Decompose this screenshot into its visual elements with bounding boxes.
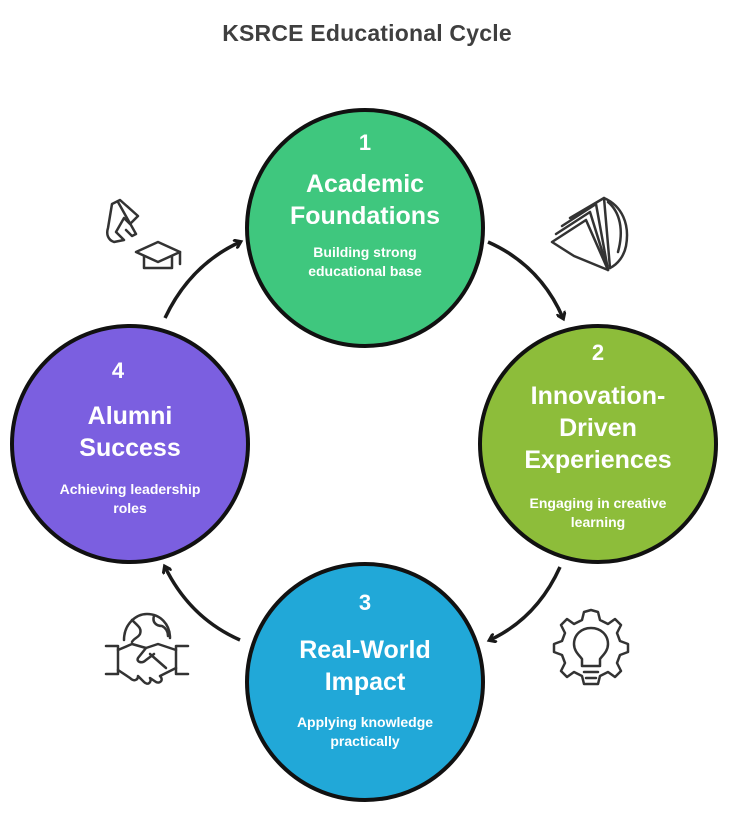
stage-3-description: Applying knowledge practically [296, 714, 434, 749]
stage-2-description: Engaging in creative learning [529, 495, 667, 530]
stage-1-title: Academic Foundations [290, 170, 440, 230]
stage-2-number: 2 [591, 340, 605, 365]
stage-4-title: Alumni Success [79, 402, 181, 462]
stage-3-number: 3 [358, 590, 372, 615]
stage-3-circle: 3 Real-World Impact Applying knowledge p… [245, 562, 485, 802]
arrow-4-to-1 [163, 242, 240, 319]
globe-handshake-icon [102, 610, 192, 692]
lightbulb-gear-icon [548, 606, 634, 692]
stage-1-number: 1 [358, 130, 372, 155]
arrow-1-to-2 [487, 240, 563, 318]
stage-1-circle: 1 Academic Foundations Building strong e… [245, 108, 485, 348]
arrow-3-to-4 [165, 567, 241, 642]
diagram-title: KSRCE Educational Cycle [222, 20, 512, 46]
stage-4-number: 4 [111, 358, 125, 383]
stage-3-title: Real-World Impact [299, 636, 431, 696]
books-icon [546, 190, 636, 280]
stage-4-circle: 4 Alumni Success Achieving leadership ro… [10, 324, 250, 564]
flag-graduation-cap-icon [102, 196, 186, 276]
stage-2-title: Innovation-Driven Experiences [524, 382, 672, 474]
stage-2-circle: 2 Innovation-Driven Experiences Engaging… [478, 324, 718, 564]
stage-4-description: Achieving leadership roles [59, 481, 201, 516]
stage-1-description: Building strong educational base [308, 244, 422, 279]
arrow-2-to-3 [490, 566, 562, 640]
